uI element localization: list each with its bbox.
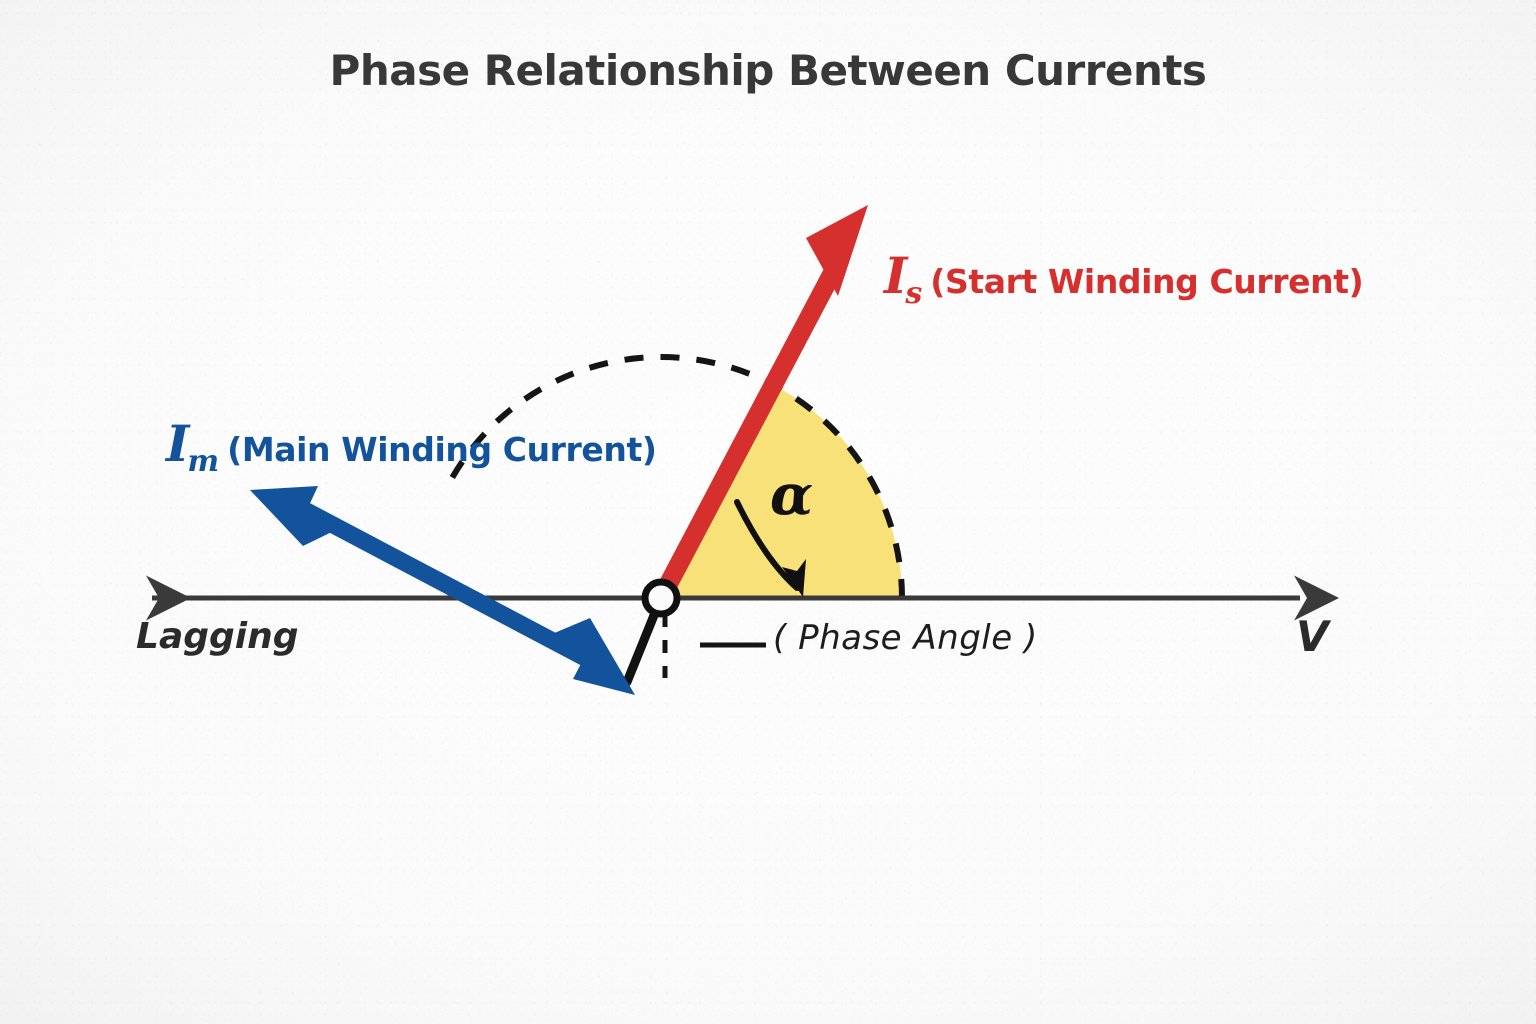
main-current-subscript: m [187,444,220,479]
main-current-name: (Main Winding Current) [227,430,657,469]
main-winding-current-label: Im(Main Winding Current) [166,414,657,479]
angle-sweep-arrowhead [782,559,806,597]
start-winding-current-label: Is(Start Winding Current) [884,246,1364,311]
phase-angle-wedge [661,385,902,598]
main-current-symbol: I [166,414,190,473]
page-title: Phase Relationship Between Currents [329,46,1207,95]
start-current-subscript: s [905,276,923,311]
origin-node [641,578,681,618]
lagging-label: Lagging [136,616,299,657]
start-winding-current-vector [652,205,868,603]
start-current-name: (Start Winding Current) [930,262,1364,301]
phase-angle-caption: ( Phase Angle ) [773,618,1038,658]
main-winding-current-vector [250,486,635,695]
angle-sweep-arrow-curve [734,499,800,591]
start-current-symbol: I [884,246,908,305]
voltage-axis-label: V [1296,612,1329,661]
alpha-symbol-label: α [770,462,814,528]
